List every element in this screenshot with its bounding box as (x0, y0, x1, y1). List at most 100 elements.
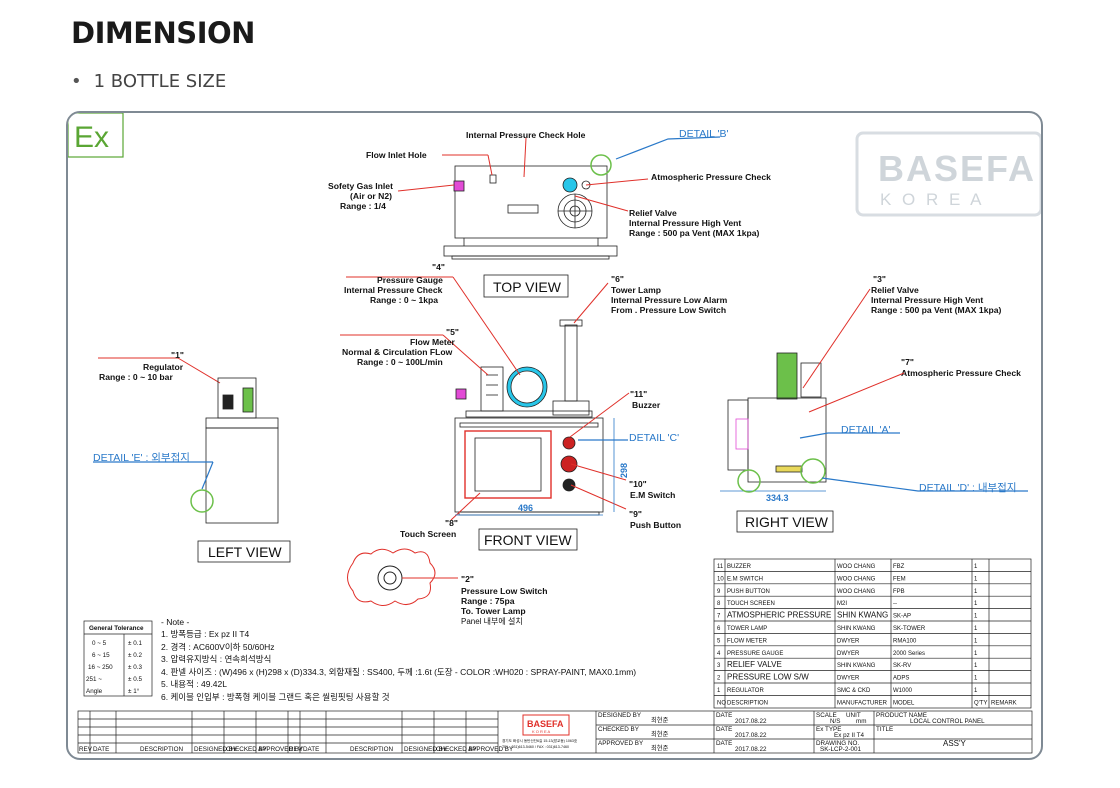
svg-text:CHECKED BY: CHECKED BY (598, 726, 640, 733)
page-subtitle: •1 BOTTLE SIZE (71, 71, 226, 92)
detail-b-circle (590, 154, 612, 176)
svg-text:최현준: 최현준 (651, 729, 669, 738)
svg-text:1. 방폭등급 : Ex pz II T4: 1. 방폭등급 : Ex pz II T4 (161, 629, 250, 639)
callout-3-num: "3" (873, 274, 886, 284)
bom-cell: ADPS (893, 676, 909, 682)
svg-text:ASS'Y: ASS'Y (943, 739, 967, 748)
right-view-box (736, 510, 834, 533)
ex-mark-box (68, 113, 124, 158)
svg-text:5. 내용적 : 49.42L: 5. 내용적 : 49.42L (161, 679, 227, 689)
bom-cell: 1 (974, 676, 978, 682)
svg-text:SK-LCP-2-001: SK-LCP-2-001 (820, 746, 861, 753)
svg-text:6 ~ 15: 6 ~ 15 (92, 652, 110, 659)
bom-cell: PUSH BUTTON (727, 589, 770, 595)
svg-text:LOCAL CONTROL PANEL: LOCAL CONTROL PANEL (910, 718, 985, 725)
callout-10-line1: E.M Switch (630, 490, 675, 500)
label-detail-b: DETAIL 'B' (679, 128, 729, 140)
svg-text:DESIGNED BY: DESIGNED BY (194, 746, 238, 753)
callout-6-line1: Tower Lamp (611, 285, 661, 295)
svg-text:DATE: DATE (303, 746, 319, 753)
bom-cell: WOO CHANG (837, 576, 876, 582)
svg-text:PRODUCT NAME: PRODUCT NAME (876, 712, 927, 719)
bom-cell: 1 (974, 638, 978, 644)
svg-text:0 ~ 5: 0 ~ 5 (92, 640, 107, 647)
bom-cell: WOO CHANG (837, 564, 876, 570)
svg-text:K O R E A: K O R E A (532, 729, 551, 734)
right-view-drawing (720, 352, 827, 492)
top-view-drawing (443, 165, 618, 260)
callout-9-line1: Push Button (630, 520, 681, 530)
svg-text:2017.08.22: 2017.08.22 (735, 718, 767, 725)
svg-text:3. 압력유지방식 : 연속희석방식: 3. 압력유지방식 : 연속희석방식 (161, 654, 271, 664)
callout-2-line4: Panel 내부에 설치 (461, 616, 523, 626)
svg-text:CHECKED BY: CHECKED BY (226, 746, 268, 753)
bom-cell: 1 (974, 688, 978, 694)
detail-d-circle (737, 469, 761, 493)
svg-text:UNIT: UNIT (846, 712, 861, 719)
bom-cell: 1 (974, 564, 978, 570)
svg-text:TITLE: TITLE (876, 726, 893, 733)
svg-text:DATE: DATE (716, 726, 732, 733)
svg-text:± 0.1: ± 0.1 (128, 640, 142, 647)
page-title: DIMENSION (71, 16, 255, 50)
bom-cell: 8 (717, 601, 721, 607)
bom-cell: SK-TOWER (893, 626, 926, 632)
bom-cell: DWYER (837, 676, 860, 682)
top-view-callouts (397, 137, 649, 212)
subtitle-text: 1 BOTTLE SIZE (93, 71, 227, 92)
label-detail-a: DETAIL 'A' (841, 424, 891, 436)
title-block (77, 710, 1033, 754)
title-block-logo: BASEFA K O R E A 경기도 화성시 동탄산단6길 15-13(방교… (502, 714, 578, 749)
bom-cell: SMC & CKD (837, 688, 871, 694)
svg-text:4. 판넬 사이즈 : (W)496 x (H)298 x: 4. 판넬 사이즈 : (W)496 x (H)298 x (D)334.3, … (161, 667, 636, 677)
left-view-drawing (205, 377, 279, 524)
svg-text:APPROVED BY: APPROVED BY (598, 740, 644, 747)
dim-height: 298 (619, 463, 629, 478)
bom-cell: SK-AP (893, 614, 911, 620)
bom-cell: 1 (974, 626, 978, 632)
callout-2-line3: To. Tower Lamp (461, 606, 526, 616)
svg-text:DESCRIPTION: DESCRIPTION (350, 746, 393, 753)
svg-text:2017.08.22: 2017.08.22 (735, 732, 767, 739)
callout-7-leader (808, 372, 905, 413)
bom-cell: FBZ (893, 564, 905, 570)
svg-text:6. 케이블 인입부 : 방폭형 케이블 그랜드 혹은 씰링: 6. 케이블 인입부 : 방폭형 케이블 그랜드 혹은 씰링핏팅 사용할 것 (161, 692, 390, 702)
bom-table (713, 558, 1032, 709)
callout-6-num: "6" (611, 274, 624, 284)
front-view-box (478, 528, 578, 551)
bom-cell: DWYER (837, 638, 860, 644)
front-view-drawing (454, 319, 604, 516)
svg-text:2. 경격 : AC600V이하 50/60Hz: 2. 경격 : AC600V이하 50/60Hz (161, 642, 275, 652)
svg-text:DATE: DATE (716, 740, 732, 747)
callout-5-line1: Flow Meter (410, 337, 456, 347)
detail-e-circle (190, 489, 214, 513)
detail-d-leader (821, 477, 1028, 492)
callout-5-line3: Range : 0 ~ 100L/min (357, 357, 443, 367)
callout-6-line2: Internal Pressure Low Alarm (611, 295, 728, 305)
bom-cell: FPB (893, 589, 905, 595)
bom-cell: DESCRIPTION (727, 700, 768, 706)
bom-cell: 1 (974, 601, 978, 607)
svg-text:DATE: DATE (716, 712, 732, 719)
rev-headers-right: REV DATE DESCRIPTION DESIGNED BY CHECKED… (289, 746, 514, 753)
bom-cell: RMA100 (893, 638, 917, 644)
label-internal-check-hole: Internal Pressure Check Hole (466, 130, 586, 140)
bom-cell: ATMOSPHERIC PRESSURE (727, 611, 831, 620)
label-relief-3: Range : 500 pa Vent (MAX 1kpa) (629, 228, 760, 238)
notes-block: - Note - 1. 방폭등급 : Ex pz II T4 2. 경격 : A… (161, 617, 636, 702)
callout-3-line3: Range : 500 pa Vent (MAX 1kpa) (871, 305, 1002, 315)
bom-cell: 10 (717, 576, 724, 582)
bom-cell: W1000 (893, 688, 913, 694)
svg-text:± 0.2: ± 0.2 (128, 652, 142, 659)
callout-3-line1: Relief Valve (871, 285, 919, 295)
detail-e-leader-2 (201, 461, 214, 490)
callout-2-line1: Pressure Low Switch (461, 586, 547, 596)
bom-cell: 1 (974, 589, 978, 595)
title-block-fields: DESIGNED BY 최현준 CHECKED BY 최현준 APPROVED … (598, 712, 985, 753)
svg-text:최현준: 최현준 (651, 715, 669, 724)
rev-headers-left: REV DATE DESCRIPTION DESIGNED BY CHECKED… (79, 746, 304, 753)
detail-a-circle (800, 458, 826, 484)
bom-cell: MODEL (893, 700, 915, 706)
svg-text:± 0.5: ± 0.5 (128, 676, 142, 683)
bom-cell: REGULATOR (727, 688, 764, 694)
